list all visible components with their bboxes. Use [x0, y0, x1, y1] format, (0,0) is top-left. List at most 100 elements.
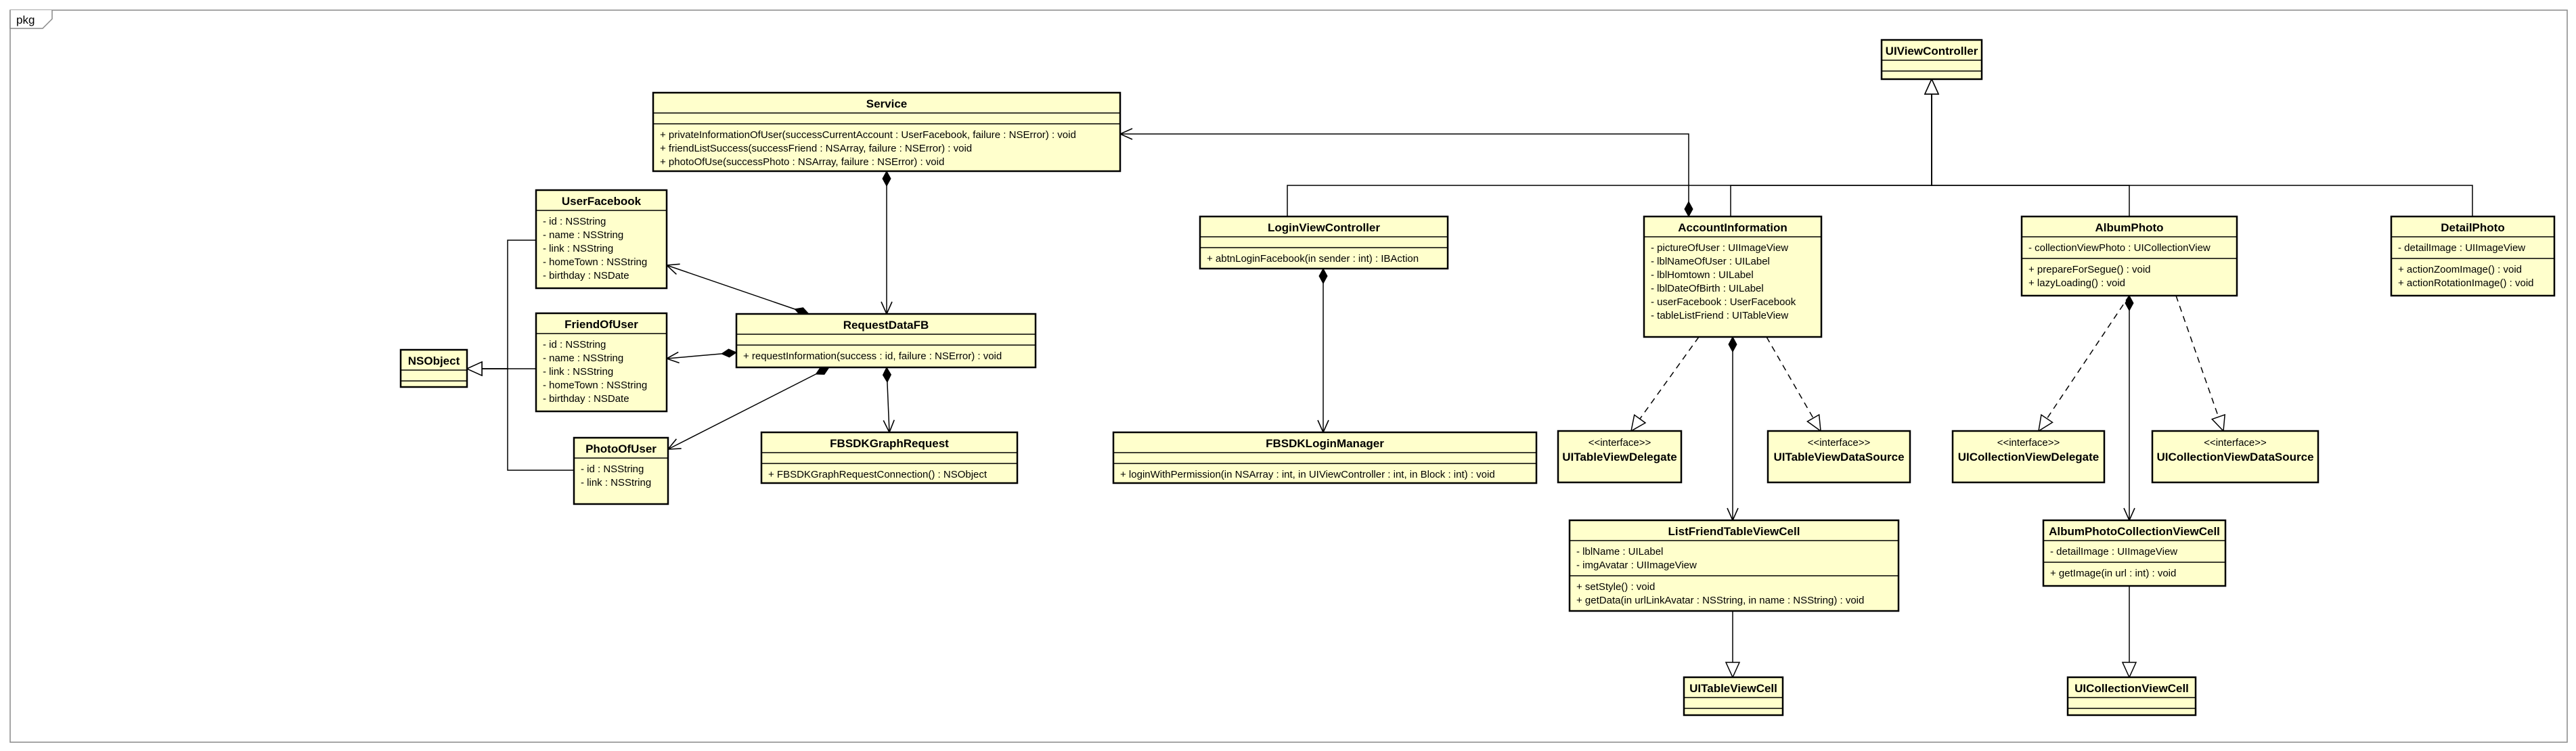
attribute-hometown: - homeTown : NSString: [543, 380, 647, 391]
attribute-userfacebook: - userFacebook : UserFacebook: [1651, 296, 1796, 308]
package-label: pkg: [16, 14, 35, 26]
attribute-id: - id : NSString: [543, 216, 606, 227]
class-box: [535, 312, 668, 413]
class-box: [1557, 430, 1683, 484]
class-box: [2390, 215, 2556, 297]
class-accountinformation[interactable]: AccountInformation- pictureOfUser : UIIm…: [1643, 215, 1823, 338]
class-detailphoto[interactable]: DetailPhoto- detailImage : UIImageView+ …: [2390, 215, 2556, 297]
class-box: [573, 436, 669, 505]
class-listfriendtableviewcell[interactable]: ListFriendTableViewCell - lblName : UILab…: [1568, 519, 1900, 612]
class-name: LoginViewController: [1268, 221, 1380, 234]
attribute-link: - link : NSString: [581, 477, 651, 488]
class-box: [2020, 215, 2238, 297]
class-name: UserFacebook: [562, 195, 642, 208]
operation-fbsdkgraphrequestconnection: + FBSDKGraphRequestConnection() : NSObje…: [768, 469, 987, 480]
realization-albumphoto-to-uicollectionviewdatasource: [2175, 295, 2223, 431]
composition-requestdatafb-to-userfacebook: [667, 265, 809, 314]
class-friendofuser[interactable]: FriendOfUser - id : NSString - name : NSSt…: [535, 312, 668, 413]
stereotype-label: <<interface>>: [1589, 437, 1651, 449]
class-box: [1199, 215, 1449, 270]
relations-layer: [467, 79, 2473, 677]
attribute-lblname: - lblName : UILabel: [1576, 546, 1663, 557]
attribute-tablelistfriend: - tableListFriend : UITableView: [1651, 310, 1788, 321]
attribute-imgavatar: - imgAvatar : UIImageView: [1576, 560, 1697, 571]
class-name: UITableViewDataSource: [1773, 451, 1904, 463]
realization-albumphoto-to-uicollectionviewdelegate: [2039, 295, 2130, 431]
class-name: NSObject: [408, 355, 460, 367]
attribute-collectionviewphoto: - collectionViewPhoto : UICollectionView: [2028, 242, 2211, 254]
class-name: FriendOfUser: [564, 318, 638, 331]
class-name: AccountInformation: [1678, 221, 1787, 234]
class-name: PhotoOfUser: [585, 442, 657, 455]
class-box: [735, 313, 1037, 369]
attribute-birthday: - birthday : NSDate: [543, 393, 629, 405]
class-name: UICollectionViewDataSource: [2156, 451, 2313, 463]
operation-privateinformationofuser: + privateInformationOfUser(successCurren…: [660, 129, 1076, 141]
operation-photoofuse: + photoOfUse(successPhoto : NSArray, fai…: [660, 156, 944, 168]
class-uicollectionviewdelegate[interactable]: <<interface>>UICollectionViewDelegate: [1951, 430, 2106, 484]
generalization-albumphoto-to-uiviewcontroller: [1932, 79, 2130, 217]
generalization-loginviewcontroller-to-uiviewcontroller: [1287, 79, 1932, 217]
class-box: [1767, 430, 1911, 484]
operation-prepareforsegue: + prepareForSegue() : void: [2028, 264, 2151, 275]
attribute-name: - name : NSString: [543, 352, 623, 364]
operation-actionrotationimage: + actionRotationImage() : void: [2398, 277, 2534, 289]
class-name: FBSDKGraphRequest: [830, 437, 949, 450]
class-name: ListFriendTableViewCell: [1668, 525, 1800, 538]
attribute-detailimage: - detailImage : UIImageView: [2050, 546, 2177, 557]
operation-getimage: + getImage(in url : int) : void: [2050, 568, 2176, 579]
composition-requestdatafb-to-photoofuser: [668, 367, 829, 449]
class-box: [1568, 519, 1900, 612]
class-nsobject[interactable]: NSObject: [399, 348, 468, 388]
attribute-id: - id : NSString: [581, 463, 644, 475]
class-userfacebook[interactable]: UserFacebook- id : NSString- name : NSSt…: [535, 189, 668, 290]
class-name: FBSDKLoginManager: [1266, 437, 1384, 450]
class-box: [760, 431, 1019, 484]
class-fbsdkloginmanager[interactable]: FBSDKLoginManager+ loginWithPermission(i…: [1112, 431, 1538, 484]
composition-accountinformation-to-service: [1120, 134, 1689, 217]
operation-lazyloading: + lazyLoading() : void: [2028, 277, 2125, 289]
package-frame: pkg: [9, 9, 2568, 743]
operation-actionzoomimage: + actionZoomImage() : void: [2398, 264, 2522, 275]
class-requestdatafb[interactable]: RequestDataFB + requestInformation(succes…: [735, 313, 1037, 369]
class-albumphoto[interactable]: AlbumPhoto - collectionViewPhoto : UIColl…: [2020, 215, 2238, 297]
operation-friendlistsuccess: + friendListSuccess(successFriend : NSAr…: [660, 143, 972, 154]
generalization-photoofuser-to-nsobject: [467, 369, 574, 471]
attribute-link: - link : NSString: [543, 366, 613, 378]
class-box: [2151, 430, 2319, 484]
class-box: [2042, 519, 2227, 587]
class-name: AlbumPhoto: [2095, 221, 2163, 234]
class-uiviewcontroller[interactable]: UIViewController: [1880, 39, 1983, 81]
class-box: [652, 91, 1122, 173]
attribute-lbldateofbirth: - lblDateOfBirth : UILabel: [1651, 283, 1764, 294]
composition-requestdatafb-to-friendofuser: [667, 352, 736, 359]
class-service[interactable]: Service+ privateInformationOfUser(succes…: [652, 91, 1122, 173]
class-uicollectionviewcell[interactable]: UICollectionViewCell: [2066, 676, 2197, 716]
class-loginviewcontroller[interactable]: LoginViewController + abtnLoginFacebook(i…: [1199, 215, 1449, 270]
attribute-id: - id : NSString: [543, 339, 606, 350]
class-fbsdkgraphrequest[interactable]: FBSDKGraphRequest + FBSDKGraphRequestConn…: [760, 431, 1019, 484]
operation-requestinformation: + requestInformation(success : id, failu…: [743, 350, 1002, 362]
realization-accountinformation-to-uitableviewdatasource: [1766, 336, 1821, 431]
attribute-hometown: - homeTown : NSString: [543, 256, 647, 268]
attribute-birthday: - birthday : NSDate: [543, 270, 629, 281]
generalization-userfacebook-to-nsobject: [467, 240, 536, 369]
class-albumphotocollectionviewcell[interactable]: AlbumPhotoCollectionViewCell- detailImag…: [2042, 519, 2227, 587]
operation-abtnloginfacebook: + abtnLoginFacebook(in sender : int) : I…: [1207, 253, 1419, 265]
stereotype-label: <<interface>>: [2204, 437, 2267, 449]
class-box: [1951, 430, 2106, 484]
class-uitableviewdatasource[interactable]: <<interface>> UITableViewDataSource: [1767, 430, 1911, 484]
class-box: [535, 189, 668, 290]
stereotype-label: <<interface>>: [1808, 437, 1871, 449]
class-uitableviewcell[interactable]: UITableViewCell: [1683, 676, 1784, 716]
class-uicollectionviewdatasource[interactable]: <<interface>> UICollectionViewDataSource: [2151, 430, 2319, 484]
attribute-lblhomtown: - lblHomtown : UILabel: [1651, 269, 1754, 281]
attribute-link: - link : NSString: [543, 243, 613, 254]
attribute-detailimage: - detailImage : UIImageView: [2398, 242, 2525, 254]
generalization-detailphoto-to-uiviewcontroller: [1932, 79, 2473, 217]
class-name: UICollectionViewCell: [2074, 682, 2189, 695]
class-uitableviewdelegate[interactable]: <<interface>>UITableViewDelegate: [1557, 430, 1683, 484]
class-name: RequestDataFB: [843, 319, 929, 332]
composition-requestdatafb-to-fbsdkgraphrequest: [887, 367, 889, 432]
class-photoofuser[interactable]: PhotoOfUser - id : NSString - link : NSStr…: [573, 436, 669, 505]
